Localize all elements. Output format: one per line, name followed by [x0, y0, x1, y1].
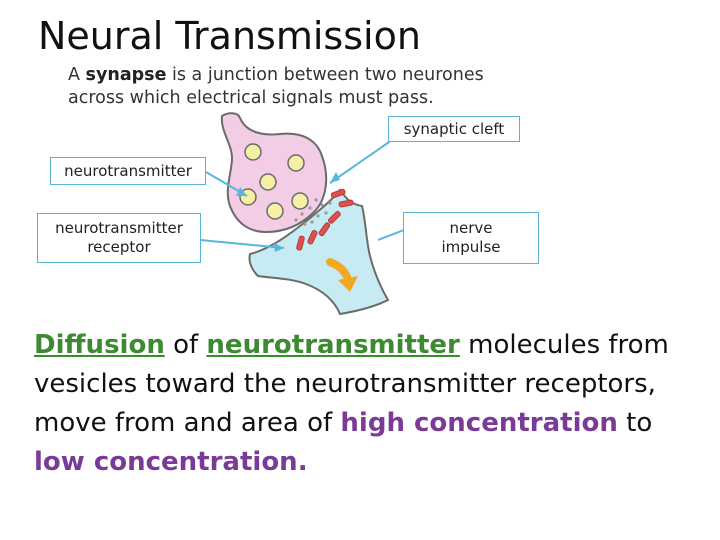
synapse-diagram — [199, 112, 405, 316]
vesicle — [291, 192, 309, 210]
receptors — [296, 188, 354, 251]
intro-bold-term: synapse — [85, 65, 167, 85]
term-low-concentration: low concentration. — [34, 447, 308, 477]
vesicle — [244, 143, 262, 161]
pointer-receptor — [199, 239, 285, 249]
term-high-concentration: high concentration — [340, 408, 618, 438]
term-neurotransmitter: neurotransmitter — [206, 330, 460, 360]
vesicle — [287, 154, 305, 172]
page-title: Neural Transmission — [38, 14, 421, 58]
vesicle — [266, 202, 284, 220]
intro-text: A synapse is a junction between two neur… — [68, 64, 484, 110]
intro-line2: across which electrical signals must pas… — [68, 88, 434, 108]
vesicle — [259, 173, 277, 191]
impulse-arrow — [326, 258, 352, 284]
intro-part2: is a junction between two neurones — [166, 65, 484, 85]
label-neurotransmitter: neurotransmitter — [50, 157, 206, 185]
pointer-synaptic-cleft — [329, 139, 393, 184]
term-diffusion: Diffusion — [34, 330, 165, 360]
intro-part1: A — [68, 65, 86, 85]
pointer-impulse — [377, 229, 405, 241]
explanation-text: Diffusion of neurotransmitter molecules … — [34, 330, 669, 477]
label-synaptic-cleft: synaptic cleft — [388, 116, 520, 142]
neurotransmitter-molecules — [294, 198, 332, 226]
